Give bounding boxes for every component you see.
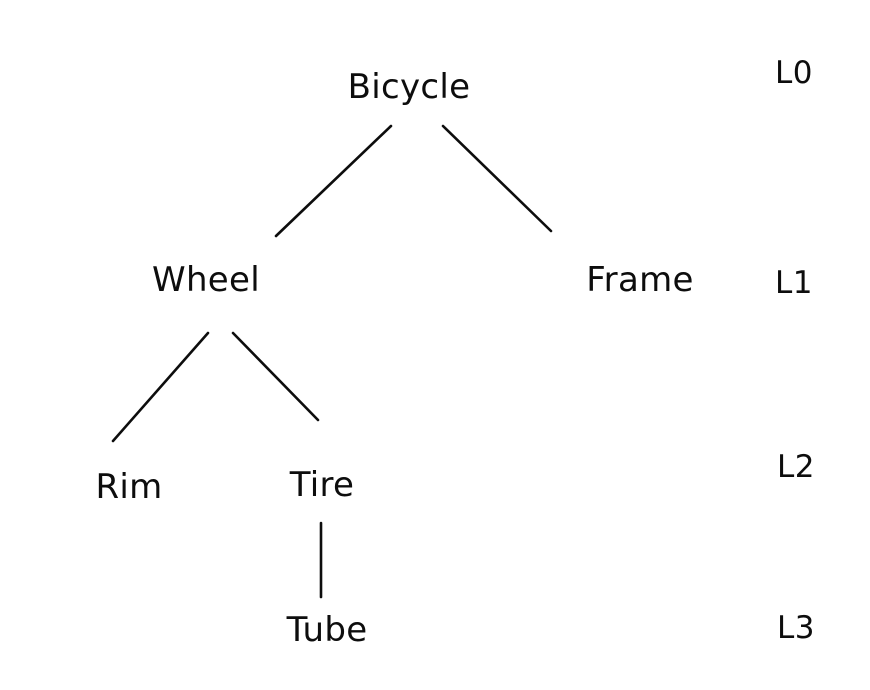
edge-bicycle-wheel (274, 124, 393, 238)
node-wheel[interactable]: Wheel (152, 260, 260, 300)
node-rim[interactable]: Rim (95, 467, 163, 507)
node-bicycle[interactable]: Bicycle (347, 67, 471, 107)
level-label-l2: L2 (777, 449, 815, 485)
level-label-l1: L1 (775, 265, 813, 301)
level-label-l0: L0 (775, 55, 813, 91)
node-tire[interactable]: Tire (289, 465, 355, 505)
edge-wheel-rim (111, 331, 210, 443)
edge-wheel-tire (231, 331, 320, 422)
node-tube[interactable]: Tube (286, 610, 368, 650)
node-frame[interactable]: Frame (586, 260, 694, 300)
level-label-l3: L3 (777, 610, 815, 646)
edge-bicycle-frame (441, 124, 553, 233)
